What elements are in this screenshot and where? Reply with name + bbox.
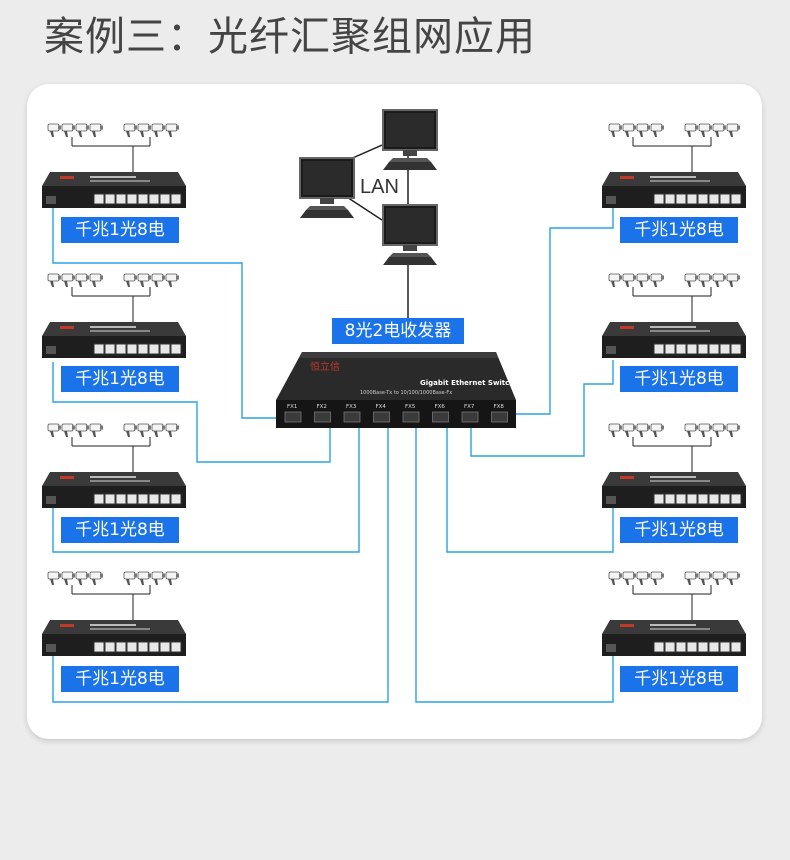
core-fiber-port	[432, 411, 449, 423]
edge-group-left-3	[41, 424, 187, 509]
edge-group-right-2	[601, 274, 747, 359]
edge-switch-label: 千兆1光8电	[620, 666, 738, 692]
edge-switch	[41, 321, 187, 359]
edge-group-left-2	[41, 274, 187, 359]
core-fiber-port	[343, 411, 361, 423]
core-fiber-port	[491, 411, 508, 423]
computer-icon	[382, 109, 438, 171]
edge-switch	[41, 619, 187, 657]
camera-icon	[609, 424, 664, 437]
edge-group-right-1	[601, 124, 747, 209]
page-title: 案例三：光纤汇聚组网应用	[44, 14, 536, 60]
camera-icon	[124, 124, 179, 137]
camera-icon	[48, 124, 103, 137]
edge-switch	[41, 171, 187, 209]
core-port-label: FX1	[287, 404, 297, 410]
edge-switch	[601, 471, 747, 509]
edge-switch-label: 千兆1光8电	[61, 366, 179, 392]
edge-switch-label: 千兆1光8电	[61, 517, 179, 543]
edge-group-left-4	[41, 572, 187, 657]
camera-icon	[124, 274, 179, 287]
core-switch: 恒立信 Gigabit Ethernet Switch 1000Base-Tx …	[276, 352, 516, 428]
core-fiber-port	[284, 411, 302, 423]
camera-icon	[124, 572, 179, 585]
core-port-label: FX5	[405, 404, 416, 410]
camera-icon	[685, 274, 740, 287]
camera-icon	[685, 424, 740, 437]
core-fiber-port	[461, 411, 479, 423]
core-port-label: FX6	[435, 404, 446, 410]
edge-switch-label: 千兆1光8电	[61, 217, 179, 243]
core-fiber-port	[314, 411, 331, 423]
lan-label: LAN	[360, 176, 399, 198]
computer-icon	[382, 204, 438, 266]
edge-group-right-3	[601, 424, 747, 509]
core-port-label: FX7	[464, 404, 475, 410]
fiber-links	[52, 200, 614, 703]
core-fiber-port	[402, 411, 420, 423]
core-port-label: FX8	[494, 404, 505, 410]
edge-switch-label: 千兆1光8电	[620, 366, 738, 392]
edge-switch-label: 千兆1光8电	[61, 666, 179, 692]
edge-switch-label: 千兆1光8电	[620, 517, 738, 543]
core-switch-label: 8光2电收发器	[332, 318, 464, 344]
camera-icon	[609, 274, 664, 287]
edge-switch-label: 千兆1光8电	[620, 217, 738, 243]
core-port-label: FX3	[346, 404, 357, 410]
core-port-label: FX4	[376, 404, 387, 410]
camera-icon	[609, 124, 664, 137]
core-fiber-port	[373, 411, 390, 423]
core-model: Gigabit Ethernet Switch	[420, 379, 514, 387]
camera-icon	[124, 424, 179, 437]
camera-icon	[685, 572, 740, 585]
core-spec: 1000Base-Tx to 10/100/1000Base-Fx	[360, 390, 452, 396]
edge-switch	[601, 321, 747, 359]
computer-icon	[299, 157, 355, 219]
camera-icon	[48, 424, 103, 437]
edge-switch	[601, 171, 747, 209]
camera-icon	[609, 572, 664, 585]
camera-icon	[48, 274, 103, 287]
camera-icon	[685, 124, 740, 137]
edge-group-left-1	[41, 124, 187, 209]
lan-network: LAN	[299, 109, 438, 318]
edge-switch	[41, 471, 187, 509]
edge-switch	[601, 619, 747, 657]
core-port-label: FX2	[317, 404, 327, 410]
core-brand: 恒立信	[310, 360, 340, 373]
camera-icon	[48, 572, 103, 585]
edge-group-right-4	[601, 572, 747, 657]
